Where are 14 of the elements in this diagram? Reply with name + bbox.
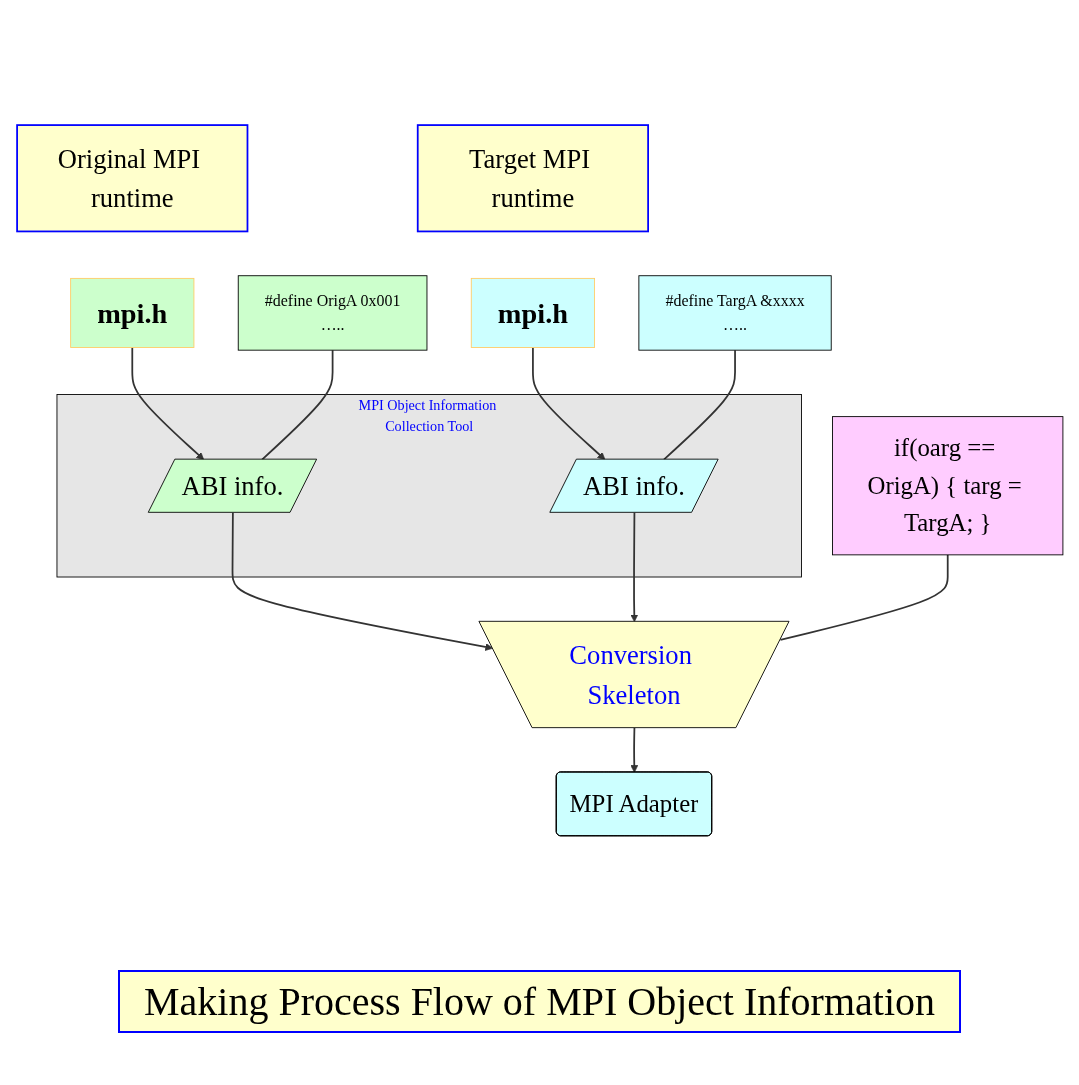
node-box: Original MPI runtime (15, 123, 248, 232)
node-box: mpi.h (470, 277, 595, 348)
node-box: #define TargA &xxxx ….. (637, 274, 832, 351)
arrow (531, 346, 605, 460)
node-box: Target MPI runtime (416, 123, 649, 232)
arrow (231, 511, 493, 651)
arrow (130, 346, 204, 460)
connector (779, 553, 949, 641)
node-box: mpi.h (69, 277, 194, 348)
node-box: if(oarg == OrigA) { targ = TargA; } (831, 415, 1063, 555)
node-box: #define OrigA 0x001 ….. (237, 274, 427, 351)
arrow (629, 726, 638, 773)
caption: Making Process Flow of MPI Object Information (118, 970, 961, 1033)
arrow (629, 511, 638, 622)
